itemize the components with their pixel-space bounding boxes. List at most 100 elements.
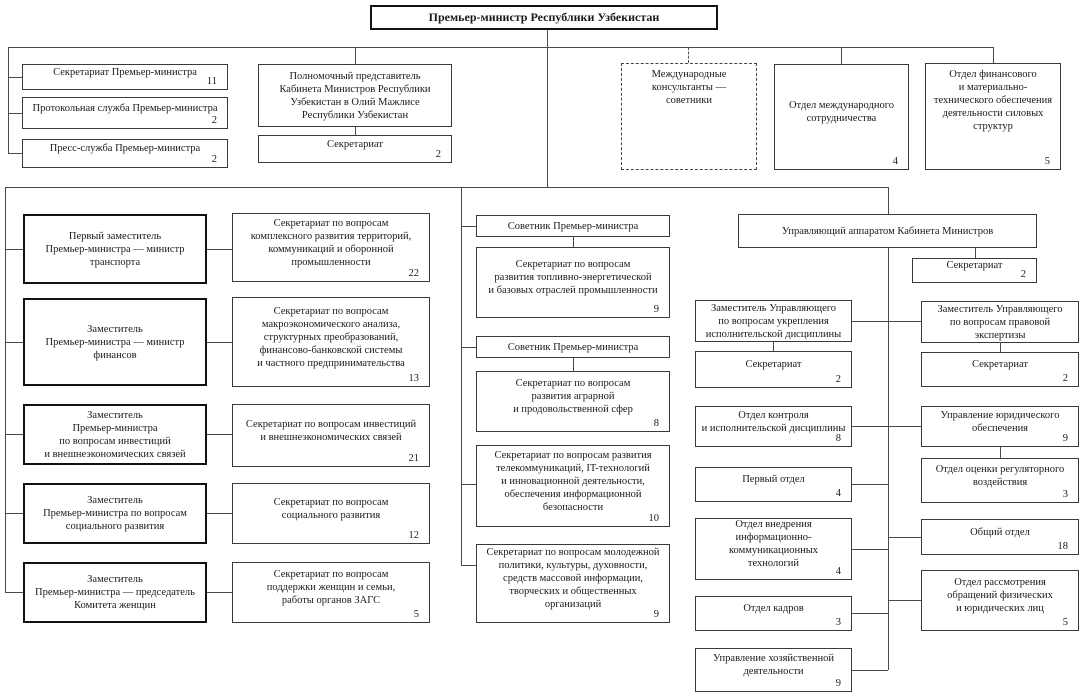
org-box-secretariat-social: Секретариат по вопросам социального разв… bbox=[232, 483, 430, 544]
org-box-label: Управление юридического обеспечения bbox=[940, 409, 1060, 434]
staff-count: 4 bbox=[835, 566, 841, 577]
staff-count: 13 bbox=[408, 373, 420, 384]
staff-count: 3 bbox=[1062, 489, 1068, 500]
connector bbox=[573, 358, 574, 371]
connector bbox=[461, 347, 476, 348]
org-box-label: Заместитель Премьер-министра — председат… bbox=[35, 574, 195, 611]
org-box-secretariat-youth-culture: Секретариат по вопросам молодежной полит… bbox=[476, 544, 670, 623]
org-box-secretariat-investments: Секретариат по вопросам инвестиций и вне… bbox=[232, 404, 430, 467]
staff-count: 3 bbox=[835, 617, 841, 628]
connector bbox=[888, 187, 889, 214]
org-box-label: Секретариат bbox=[326, 138, 384, 150]
connector bbox=[355, 127, 356, 135]
org-box-label: Протокольная служба Премьер-министра bbox=[32, 102, 218, 114]
staff-count: 11 bbox=[206, 76, 217, 87]
org-box-label: Отдел контроля и исполнительской дисципл… bbox=[701, 409, 846, 434]
connector bbox=[355, 47, 356, 64]
connector bbox=[573, 237, 574, 247]
org-box-discipline-secretariat: Секретариат 2 bbox=[695, 351, 852, 388]
org-box-secretariat-telecom-it: Секретариат по вопросам развития телеком… bbox=[476, 445, 670, 527]
staff-count: 22 bbox=[408, 268, 420, 279]
org-box-label: Отдел финансового и материально- техниче… bbox=[933, 69, 1053, 132]
connector bbox=[993, 47, 994, 63]
org-box-label: Премьер-министр Республики Узбекистан bbox=[428, 10, 660, 24]
org-box-label: Секретариат bbox=[745, 359, 802, 370]
org-box-label: Секретариат по вопросам комплексного раз… bbox=[250, 217, 412, 268]
org-box-pm-secretariat: Секретариат Премьер-министра 11 bbox=[22, 64, 228, 90]
org-box-ict-department: Отдел внедрения информационно- коммуника… bbox=[695, 518, 852, 580]
connector bbox=[852, 321, 921, 322]
org-box-label: Секретариат по вопросам поддержки женщин… bbox=[266, 569, 396, 606]
staff-count: 2 bbox=[835, 374, 841, 385]
staff-count: 5 bbox=[1044, 156, 1050, 167]
org-box-label: Заместитель Управляющего по вопросам пра… bbox=[937, 303, 1063, 341]
connector bbox=[5, 342, 23, 343]
org-box-label: Советник Премьер-министра bbox=[507, 341, 639, 353]
staff-count: 9 bbox=[1062, 433, 1068, 444]
staff-count: 2 bbox=[211, 154, 217, 165]
connector bbox=[547, 30, 548, 187]
staff-count: 2 bbox=[1020, 269, 1026, 280]
org-box-label: Международные консультанты — советники bbox=[651, 69, 727, 106]
org-box-adviser-2: Советник Премьер-министра bbox=[476, 336, 670, 358]
org-box-rep-secretariat: Секретариат 2 bbox=[258, 135, 452, 163]
staff-count: 9 bbox=[653, 609, 659, 620]
connector bbox=[207, 434, 232, 435]
connector bbox=[8, 113, 22, 114]
staff-count: 4 bbox=[835, 488, 841, 499]
connector bbox=[852, 484, 888, 485]
org-box-label: Секретариат по вопросам социального разв… bbox=[273, 496, 389, 521]
staff-count: 5 bbox=[413, 609, 419, 620]
connector bbox=[1000, 447, 1001, 458]
org-box-label: Секретариат bbox=[946, 260, 1003, 271]
org-box-secretariat-women-family: Секретариат по вопросам поддержки женщин… bbox=[232, 562, 430, 623]
staff-count: 2 bbox=[1062, 373, 1068, 384]
connector bbox=[8, 153, 22, 154]
staff-count: 21 bbox=[408, 453, 420, 464]
connector bbox=[852, 670, 888, 671]
staff-count: 2 bbox=[435, 149, 441, 160]
connector bbox=[888, 248, 889, 670]
org-box-secretariat-fuel-energy: Секретариат по вопросам развития топливн… bbox=[476, 247, 670, 318]
org-box-first-deputy-transport: Первый заместитель Премьер-министра — ми… bbox=[23, 214, 207, 284]
connector bbox=[8, 47, 9, 154]
connector bbox=[207, 513, 232, 514]
org-box-manager-secretariat: Секретариат 2 bbox=[912, 258, 1037, 283]
connector-dotted bbox=[688, 47, 689, 63]
org-box-label: Секретариат по вопросам макроэкономическ… bbox=[257, 305, 405, 369]
connector bbox=[461, 484, 476, 485]
org-box-label: Управление хозяйственной деятельности bbox=[713, 653, 834, 677]
connector bbox=[207, 342, 232, 343]
staff-count: 9 bbox=[653, 304, 659, 315]
connector bbox=[8, 77, 22, 78]
org-box-adviser-1: Советник Премьер-министра bbox=[476, 215, 670, 237]
connector bbox=[207, 592, 232, 593]
org-box-label: Заместитель Премьер-министра — министр ф… bbox=[45, 323, 185, 361]
org-box-deputy-women-committee: Заместитель Премьер-министра — председат… bbox=[23, 562, 207, 623]
org-box-label: Отдел внедрения информационно- коммуника… bbox=[728, 519, 819, 569]
org-box-label: Отдел кадров bbox=[743, 603, 804, 614]
org-box-deputy-investments: Заместитель Премьер-министра по вопросам… bbox=[23, 404, 207, 465]
staff-count: 8 bbox=[653, 418, 659, 429]
connector bbox=[841, 47, 842, 64]
org-box-label: Секретариат Премьер-министра bbox=[53, 66, 197, 78]
staff-count: 12 bbox=[408, 530, 420, 541]
connector bbox=[852, 549, 888, 550]
org-box-label: Полномочный представитель Кабинета Минис… bbox=[279, 70, 431, 121]
org-box-hr-department: Отдел кадров 3 bbox=[695, 596, 852, 631]
org-box-deputy-social: Заместитель Премьер-министра по вопросам… bbox=[23, 483, 207, 544]
staff-count: 2 bbox=[211, 115, 217, 126]
connector bbox=[852, 613, 888, 614]
org-box-label: Заместитель Премьер-министра по вопросам… bbox=[44, 409, 186, 460]
connector bbox=[773, 342, 774, 351]
org-box-secretariat-agrarian: Секретариат по вопросам развития аграрно… bbox=[476, 371, 670, 432]
connector bbox=[1000, 343, 1001, 352]
